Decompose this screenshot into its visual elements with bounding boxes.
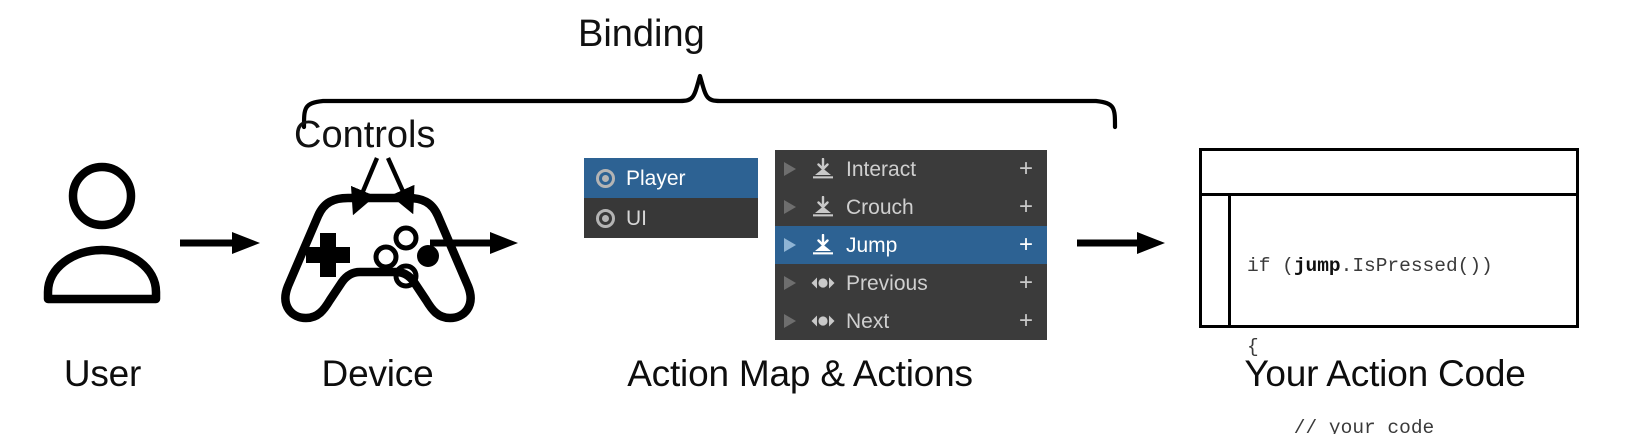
add-binding-button[interactable]: +: [1018, 307, 1033, 334]
foldout-triangle-icon[interactable]: [784, 238, 796, 252]
action-label: Crouch: [846, 195, 914, 219]
action-row-next[interactable]: Next +: [775, 302, 1047, 340]
action-map-label: UI: [626, 206, 647, 230]
code-line-text: .IsPressed()): [1340, 255, 1493, 277]
button-action-icon: [813, 234, 833, 255]
action-row-crouch[interactable]: Crouch +: [775, 188, 1047, 226]
code-line: // your code: [1247, 415, 1570, 434]
code-window: if (jump.IsPressed()) { // your code }: [1199, 148, 1579, 434]
add-binding-button[interactable]: +: [1018, 231, 1033, 258]
caption-action-map: Action Map & Actions: [627, 353, 973, 394]
add-binding-button[interactable]: +: [1018, 269, 1033, 296]
arrow-actions-to-code: [1077, 232, 1165, 254]
binding-label: Binding: [578, 13, 705, 55]
action-map-list[interactable]: Player UI: [584, 158, 758, 238]
code-body[interactable]: if (jump.IsPressed()) { // your code }: [1247, 199, 1570, 434]
action-row-interact[interactable]: Interact +: [775, 150, 1047, 188]
user-icon: [43, 162, 161, 304]
controls-label: Controls: [294, 114, 436, 156]
code-line: {: [1247, 334, 1570, 361]
add-binding-button[interactable]: +: [1018, 193, 1033, 220]
add-binding-button[interactable]: +: [1018, 155, 1033, 182]
action-map-row-ui[interactable]: UI: [584, 198, 758, 238]
action-map-icon: [596, 208, 615, 228]
button-action-icon: [813, 196, 833, 217]
binding-brace: [301, 73, 1118, 130]
foldout-triangle-icon[interactable]: [784, 276, 796, 290]
arrow-user-to-device: [180, 232, 260, 254]
code-line-text: if (: [1247, 255, 1294, 277]
caption-user: User: [63, 353, 142, 394]
action-label: Next: [846, 309, 890, 333]
action-map-row-player[interactable]: Player: [584, 158, 758, 198]
actions-list[interactable]: Interact + Crouch + Jump +: [775, 150, 1047, 340]
action-map-label: Player: [626, 166, 686, 190]
gamepad-icon: [281, 193, 475, 323]
action-label: Jump: [846, 233, 898, 257]
code-line-text: {: [1247, 336, 1259, 358]
button-action-icon: [813, 158, 833, 179]
axis-action-icon: [811, 315, 835, 327]
arrow-device-to-actions: [430, 232, 518, 254]
action-label: Interact: [846, 157, 917, 181]
axis-action-icon: [811, 277, 835, 289]
caption-code: Your Action Code: [1244, 353, 1526, 394]
code-line-text: // your code: [1247, 417, 1435, 434]
action-label: Previous: [846, 271, 928, 295]
action-map-icon: [596, 168, 615, 188]
code-line-bold: jump: [1293, 255, 1341, 277]
foldout-triangle-icon[interactable]: [784, 200, 796, 214]
code-gutter: [1228, 196, 1231, 325]
caption-device: Device: [321, 353, 434, 394]
action-row-previous[interactable]: Previous +: [775, 264, 1047, 302]
foldout-triangle-icon[interactable]: [784, 314, 796, 328]
code-window-titlebar: [1202, 151, 1576, 196]
foldout-triangle-icon[interactable]: [784, 162, 796, 176]
code-line: if (jump.IsPressed()): [1247, 253, 1570, 280]
action-row-jump[interactable]: Jump +: [775, 226, 1047, 264]
